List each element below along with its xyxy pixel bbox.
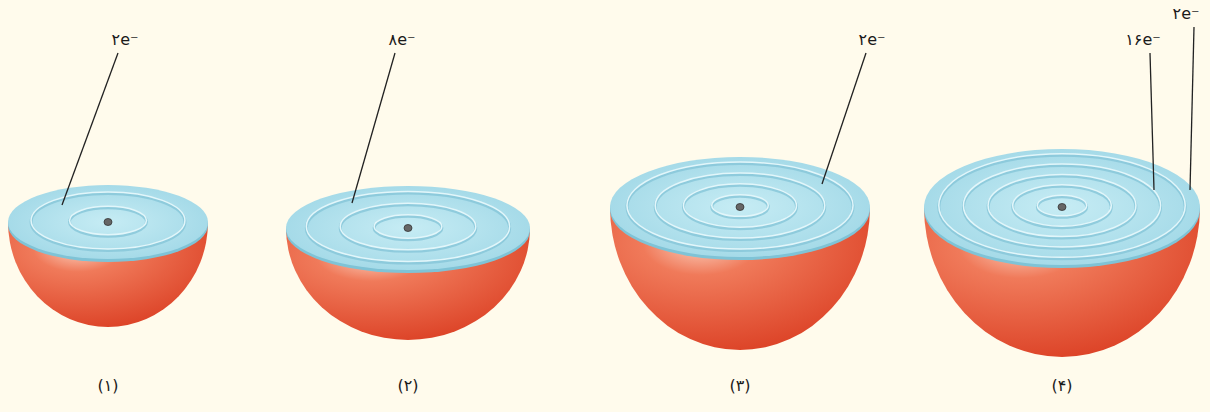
electron-count: ۲e⁻ bbox=[1173, 4, 1200, 23]
electron-ring bbox=[963, 166, 1160, 249]
figure-number: (۱) bbox=[97, 376, 118, 395]
electron-ring bbox=[374, 216, 442, 239]
electron-count: ۸e⁻ bbox=[389, 30, 416, 49]
electron-ring bbox=[31, 194, 185, 251]
electron-ring bbox=[340, 203, 476, 250]
leader-line bbox=[352, 53, 395, 203]
nucleus bbox=[104, 219, 112, 226]
electron-ring bbox=[306, 192, 509, 262]
electron-ring bbox=[655, 174, 825, 239]
leader-lines bbox=[62, 27, 1194, 205]
atom-bowl bbox=[610, 157, 870, 350]
leader-line bbox=[1190, 27, 1194, 190]
atom-bowl bbox=[286, 186, 530, 340]
nucleus bbox=[404, 225, 412, 232]
electron-ring bbox=[340, 205, 476, 252]
surface bbox=[924, 149, 1200, 265]
electron-ring bbox=[1037, 197, 1086, 218]
surface bbox=[610, 157, 870, 257]
electron-ring bbox=[1013, 185, 1112, 226]
nucleus bbox=[1058, 204, 1066, 211]
atom-bowl bbox=[924, 149, 1200, 357]
electron-ring bbox=[31, 192, 185, 249]
electron-count: ۲e⁻ bbox=[112, 30, 139, 49]
figure-number: (۲) bbox=[397, 376, 418, 395]
figure-number: (۴) bbox=[1051, 376, 1072, 395]
electron-ring bbox=[963, 164, 1160, 247]
electron-ring bbox=[712, 195, 769, 217]
surface bbox=[286, 186, 530, 270]
electron-ring bbox=[374, 215, 442, 238]
electron-ring bbox=[988, 174, 1136, 236]
electron-ring bbox=[1013, 186, 1112, 227]
electron-ring bbox=[627, 164, 853, 251]
leader-line bbox=[1150, 53, 1154, 190]
electron-ring bbox=[655, 173, 825, 238]
electron-ring bbox=[988, 176, 1136, 238]
electron-ring bbox=[306, 193, 509, 263]
electron-ring bbox=[712, 196, 769, 218]
electron-count: ۲e⁻ bbox=[859, 30, 886, 49]
electron-ring bbox=[70, 206, 147, 234]
electron-ring bbox=[939, 154, 1185, 258]
atom-bowl bbox=[8, 185, 208, 327]
figure-number: (۳) bbox=[729, 376, 750, 395]
leader-line bbox=[62, 53, 118, 205]
nucleus bbox=[736, 204, 744, 211]
electron-ring bbox=[683, 184, 796, 227]
electron-count: ۱۶e⁻ bbox=[1125, 30, 1160, 49]
leader-line bbox=[822, 53, 866, 184]
electron-ring bbox=[70, 208, 147, 236]
electron-ring bbox=[1037, 195, 1086, 216]
electron-ring bbox=[627, 162, 853, 249]
surface bbox=[8, 185, 208, 259]
electron-ring bbox=[683, 185, 796, 228]
